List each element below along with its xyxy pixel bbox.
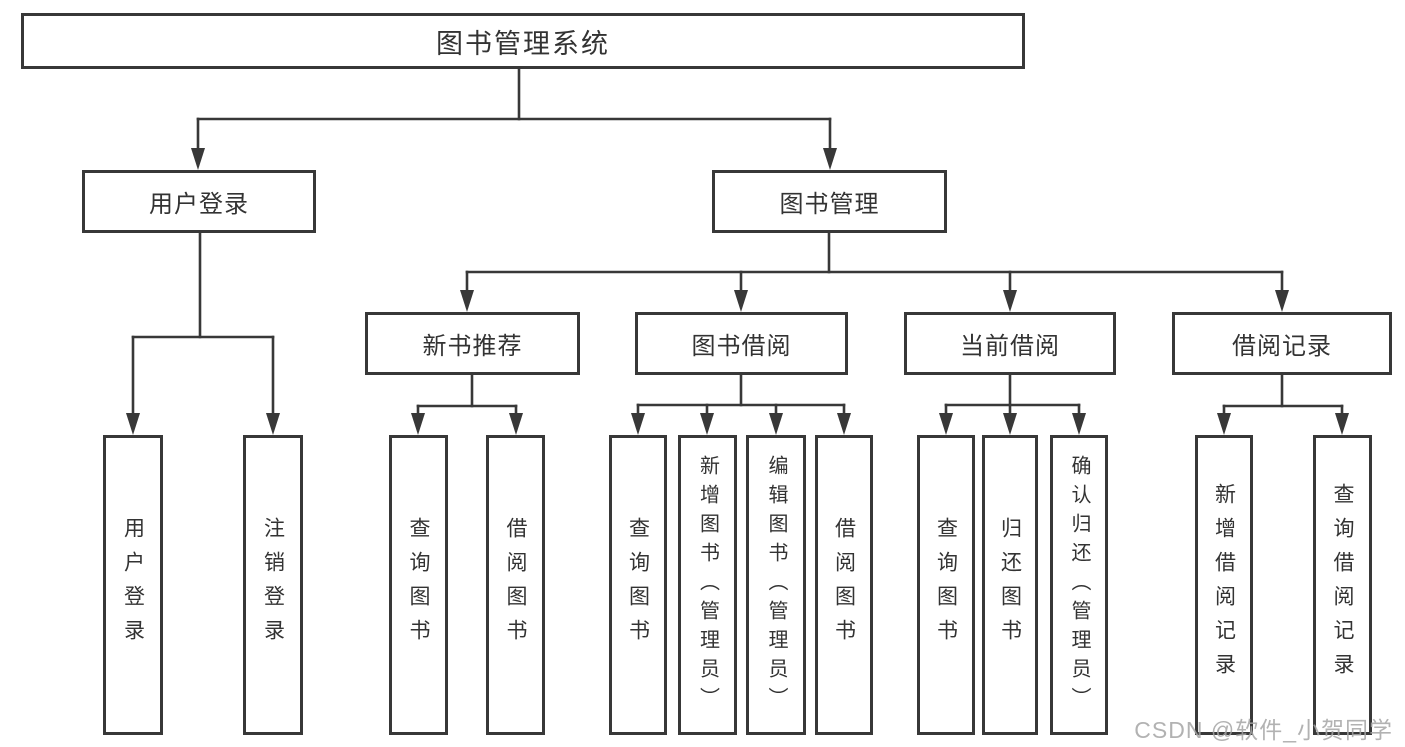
node-book-management-branch: 图书管理: [712, 170, 947, 233]
node-label: 借阅记录: [1232, 333, 1332, 360]
node-borrowing-records: 借阅记录: [1172, 312, 1392, 375]
node-leaf-query-books-recommend: 查询图书: [389, 435, 448, 735]
node-label: 注销登录: [261, 517, 285, 653]
node-leaf-borrow-books-recommend: 借阅图书: [486, 435, 545, 735]
node-label: 借阅图书: [832, 517, 856, 653]
node-label: 图书管理: [779, 191, 880, 218]
node-label: 确认归还（管理员）: [1068, 454, 1090, 716]
node-leaf-query-borrow-record: 查询借阅记录: [1313, 435, 1372, 735]
node-leaf-return-books: 归还图书: [982, 435, 1038, 735]
node-leaf-borrow-books: 借阅图书: [815, 435, 873, 735]
node-leaf-user-login: 用户登录: [103, 435, 163, 735]
node-label: 查询图书: [407, 517, 430, 653]
node-leaf-add-borrow-record: 新增借阅记录: [1195, 435, 1253, 735]
node-label: 归还图书: [998, 517, 1022, 653]
node-leaf-query-books-current: 查询图书: [917, 435, 975, 735]
node-label: 查询借阅记录: [1331, 483, 1354, 687]
node-label: 新增借阅记录: [1212, 483, 1236, 687]
node-leaf-add-books-admin: 新增图书（管理员）: [678, 435, 737, 735]
node-leaf-logout: 注销登录: [243, 435, 303, 735]
node-label: 查询图书: [934, 517, 958, 653]
node-new-book-recommend: 新书推荐: [365, 312, 580, 375]
node-current-borrowing: 当前借阅: [904, 312, 1116, 375]
node-leaf-confirm-return-admin: 确认归还（管理员）: [1050, 435, 1108, 735]
node-label: 借阅图书: [504, 517, 527, 653]
node-label: 用户登录: [121, 517, 145, 653]
node-user-login-branch: 用户登录: [82, 170, 316, 233]
node-label: 新增图书（管理员）: [696, 454, 719, 716]
node-label: 新书推荐: [422, 333, 523, 360]
node-label: 当前借阅: [960, 333, 1060, 360]
node-leaf-query-books-borrowing: 查询图书: [609, 435, 667, 735]
node-label: 查询图书: [626, 517, 650, 653]
node-book-borrowing: 图书借阅: [635, 312, 848, 375]
node-leaf-edit-books-admin: 编辑图书（管理员）: [746, 435, 806, 735]
node-label: 用户登录: [149, 191, 249, 218]
node-library-management-system: 图书管理系统: [21, 13, 1025, 69]
watermark: CSDN @软件_小贺同学: [1134, 717, 1393, 743]
node-label: 图书管理系统: [436, 28, 610, 59]
node-label: 图书借阅: [691, 333, 792, 360]
node-label: 编辑图书（管理员）: [765, 454, 787, 716]
